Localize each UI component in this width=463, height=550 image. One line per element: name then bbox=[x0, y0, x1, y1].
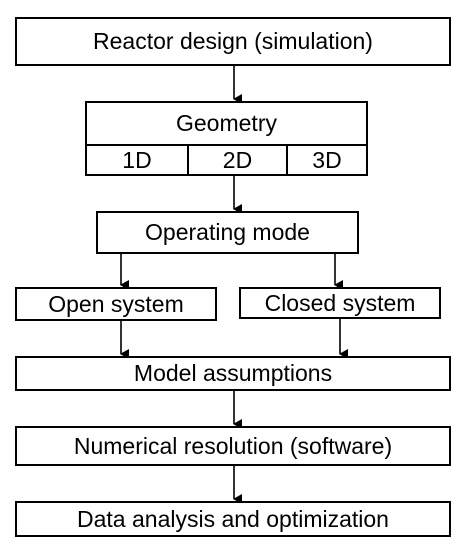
numerical-resolution-box: Numerical resolution (software) bbox=[15, 426, 451, 466]
geometry-option-2d: 2D bbox=[189, 146, 286, 174]
closed-system-box: Closed system bbox=[239, 287, 441, 319]
geometry-cell-divider-2 bbox=[286, 144, 288, 174]
geometry-option-1d: 1D bbox=[87, 146, 187, 174]
geometry-option-3d-label: 3D bbox=[312, 146, 342, 173]
geometry-divider bbox=[87, 144, 366, 146]
operating-mode-box: Operating mode bbox=[96, 211, 359, 254]
geometry-option-2d-label: 2D bbox=[222, 146, 253, 173]
geometry-cell-divider-1 bbox=[187, 144, 189, 174]
geometry-option-1d-label: 1D bbox=[122, 146, 152, 173]
reactor-design-box: Reactor design (simulation) bbox=[15, 17, 451, 66]
geometry-option-3d: 3D bbox=[288, 146, 366, 174]
model-assumptions-box: Model assumptions bbox=[15, 356, 451, 391]
geometry-header: Geometry bbox=[87, 103, 366, 144]
model-assumptions-label: Model assumptions bbox=[133, 360, 333, 386]
geometry-box: Geometry 1D 2D 3D bbox=[85, 101, 368, 176]
open-system-box: Open system bbox=[15, 287, 217, 321]
closed-system-label: Closed system bbox=[264, 289, 416, 316]
numerical-resolution-label: Numerical resolution (software) bbox=[73, 432, 393, 459]
data-analysis-label: Data analysis and optimization bbox=[77, 505, 389, 532]
geometry-label: Geometry bbox=[176, 110, 277, 136]
open-system-label: Open system bbox=[48, 290, 184, 317]
reactor-design-label: Reactor design (simulation) bbox=[93, 28, 373, 54]
operating-mode-label: Operating mode bbox=[145, 219, 310, 245]
data-analysis-box: Data analysis and optimization bbox=[15, 501, 451, 537]
